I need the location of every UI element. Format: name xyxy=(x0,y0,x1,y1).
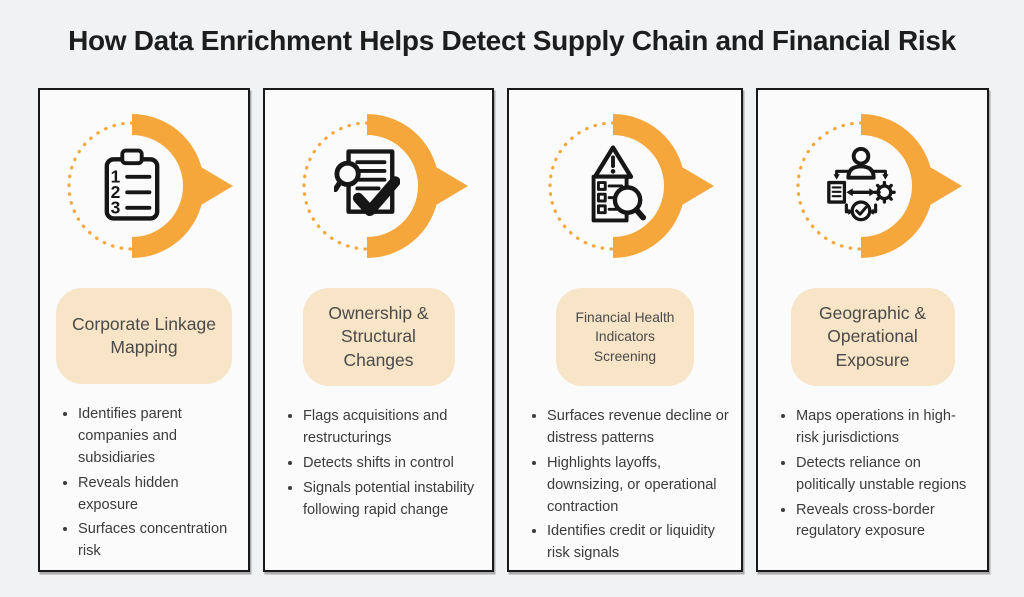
bullet-item: Surfaces revenue decline or distress pat… xyxy=(547,406,729,450)
bullet-list: Flags acquisitions and restructurings De… xyxy=(265,406,492,524)
bullet-item: Signals potential instability following … xyxy=(303,478,480,522)
bullet-list: Identifies parent companies and subsidia… xyxy=(40,404,248,566)
card-title-badge: Corporate Linkage Mapping xyxy=(56,288,232,384)
bullet-list: Surfaces revenue decline or distress pat… xyxy=(509,406,741,568)
card-title-badge: Financial Health Indicators Screening xyxy=(556,288,694,386)
bullet-item: Flags acquisitions and restructurings xyxy=(303,406,480,450)
cards-row: 1 2 3 Corporate Linkage Mapping Identifi… xyxy=(38,88,991,572)
arc-motif xyxy=(525,106,725,266)
card-financial-health-indicators: Financial Health Indicators Screening Su… xyxy=(507,88,743,572)
bullet-item: Detects reliance on politically unstable… xyxy=(796,453,975,497)
arc-motif xyxy=(279,106,479,266)
warning-checklist-magnifier-icon xyxy=(579,145,647,230)
clipboard-numbered-list-icon: 1 2 3 xyxy=(101,147,163,228)
person-process-workflow-icon xyxy=(822,146,900,229)
bullet-item: Maps operations in high-risk jurisdictio… xyxy=(796,406,975,450)
bullet-item: Reveals hidden exposure xyxy=(78,473,236,517)
bullet-item: Detects shifts in control xyxy=(303,453,480,475)
card-ownership-structural-changes: Ownership & Structural Changes Flags acq… xyxy=(263,88,494,572)
arc-motif xyxy=(773,106,973,266)
card-title: Corporate Linkage Mapping xyxy=(72,313,216,357)
bullet-item: Identifies parent companies and subsidia… xyxy=(78,404,236,470)
svg-text:2: 2 xyxy=(111,182,121,202)
document-magnifier-check-icon xyxy=(332,147,400,228)
card-title: Financial Health Indicators Screening xyxy=(575,310,675,364)
bullet-item: Reveals cross-border regulatory exposure xyxy=(796,500,975,544)
arc-motif: 1 2 3 xyxy=(44,106,244,266)
card-title: Geographic & Operational Exposure xyxy=(818,303,926,370)
card-corporate-linkage-mapping: 1 2 3 Corporate Linkage Mapping Identifi… xyxy=(38,88,250,572)
bullet-item: Identifies credit or liquidity risk sign… xyxy=(547,521,729,565)
svg-text:3: 3 xyxy=(111,198,121,218)
bullet-item: Surfaces concentration risk xyxy=(78,519,236,563)
card-geographic-operational-exposure: Geographic & Operational Exposure Maps o… xyxy=(756,88,989,572)
card-title-badge: Geographic & Operational Exposure xyxy=(790,288,955,386)
card-title: Ownership & Structural Changes xyxy=(328,303,429,370)
svg-text:1: 1 xyxy=(111,167,121,187)
bullet-item: Highlights layoffs, downsizing, or opera… xyxy=(547,453,729,519)
card-title-badge: Ownership & Structural Changes xyxy=(302,288,455,386)
bullet-list: Maps operations in high-risk jurisdictio… xyxy=(758,406,987,546)
page-title: How Data Enrichment Helps Detect Supply … xyxy=(68,25,956,56)
